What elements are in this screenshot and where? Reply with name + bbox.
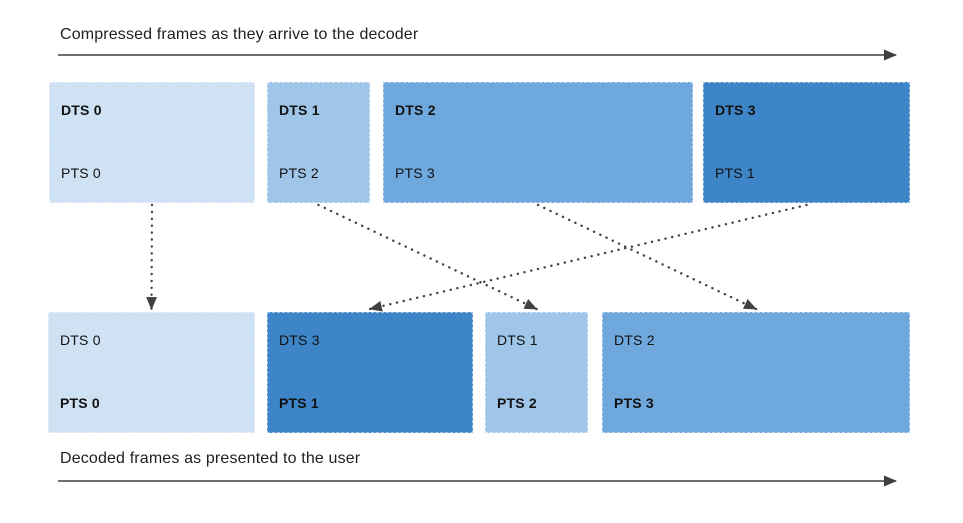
decoded-frames-title: Decoded frames as presented to the user [60, 450, 361, 467]
dts-label: DTS 3 [279, 332, 320, 348]
pts-label: PTS 0 [61, 165, 101, 181]
pts-label: PTS 3 [395, 165, 435, 181]
pts-label: PTS 2 [497, 395, 537, 411]
dts-label: DTS 1 [279, 102, 320, 118]
dts-label: DTS 1 [497, 332, 538, 348]
dts-label: DTS 2 [614, 332, 655, 348]
frame-box-compressed-dts0: DTS 0 PTS 0 [49, 82, 255, 203]
frame-box-decoded-dts3: DTS 3 PTS 1 [267, 312, 473, 433]
pts-label: PTS 1 [715, 165, 755, 181]
pts-label: PTS 1 [279, 395, 319, 411]
compressed-frames-title: Compressed frames as they arrive to the … [60, 26, 419, 43]
frame-box-compressed-dts3: DTS 3 PTS 1 [703, 82, 910, 203]
frame-box-compressed-dts2: DTS 2 PTS 3 [383, 82, 693, 203]
mapping-arrow-c2-d3 [536, 203, 758, 311]
mapping-arrow-c3-d1 [368, 203, 808, 312]
dts-label: DTS 0 [60, 332, 101, 348]
pts-label: PTS 2 [279, 165, 319, 181]
dts-label: DTS 0 [61, 102, 102, 118]
pts-label: PTS 0 [60, 395, 100, 411]
frame-box-decoded-dts0: DTS 0 PTS 0 [48, 312, 255, 433]
frame-box-decoded-dts1: DTS 1 PTS 2 [485, 312, 588, 433]
mapping-arrow-c0-d0 [146, 203, 157, 311]
dts-label: DTS 2 [395, 102, 436, 118]
frame-box-compressed-dts1: DTS 1 PTS 2 [267, 82, 370, 203]
frame-box-decoded-dts2: DTS 2 PTS 3 [602, 312, 910, 433]
dts-label: DTS 3 [715, 102, 756, 118]
pts-label: PTS 3 [614, 395, 654, 411]
mapping-arrow-c1-d2 [317, 203, 538, 311]
